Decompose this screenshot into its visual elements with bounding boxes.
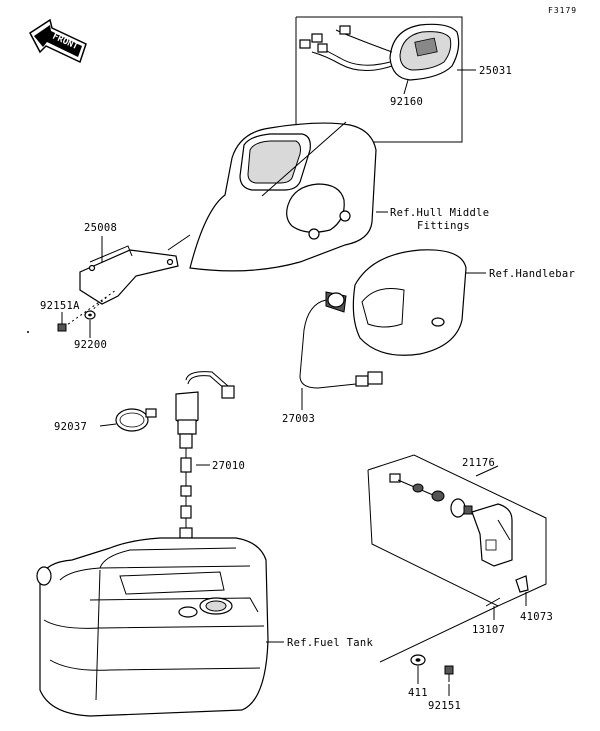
- ref-fuel-tank: Ref.Fuel Tank: [287, 637, 373, 649]
- ref-handlebar: Ref.Handlebar: [489, 268, 575, 280]
- bolt-92151: [444, 665, 454, 696]
- switch-27003: [299, 291, 383, 410]
- figure-code: F3179: [548, 6, 577, 15]
- label-41073: 41073: [520, 611, 553, 623]
- label-92160: 92160: [390, 96, 423, 108]
- hull-middle-fittings: [189, 121, 388, 272]
- washer-92200: [84, 310, 96, 338]
- cable-box-21176: [367, 454, 547, 663]
- label-25008: 25008: [84, 222, 117, 234]
- washer-411: [410, 654, 426, 684]
- bolt-92151A: [57, 312, 67, 332]
- bracket-25008: [59, 234, 191, 331]
- clamp-92037: [99, 408, 157, 432]
- fuel-tank: [36, 537, 284, 717]
- registration-dot: [27, 331, 29, 333]
- label-92151: 92151: [428, 700, 461, 712]
- label-13107: 13107: [472, 624, 505, 636]
- label-27010: 27010: [212, 460, 245, 472]
- label-92151A: 92151A: [40, 300, 80, 312]
- front-arrow-icon: FRONT: [29, 18, 87, 64]
- meter-box: [295, 16, 476, 143]
- label-92200: 92200: [74, 339, 107, 351]
- ref-hull-line2: Fittings: [417, 220, 470, 232]
- ref-hull-line1: Ref.Hull Middle: [390, 207, 489, 219]
- fuel-sender-27010: [175, 371, 235, 610]
- label-25031: 25031: [479, 65, 512, 77]
- label-92037: 92037: [54, 421, 87, 433]
- label-27003: 27003: [282, 413, 315, 425]
- label-411: 411: [408, 687, 428, 699]
- handlebar-cover: [352, 249, 486, 356]
- label-21176: 21176: [462, 457, 495, 469]
